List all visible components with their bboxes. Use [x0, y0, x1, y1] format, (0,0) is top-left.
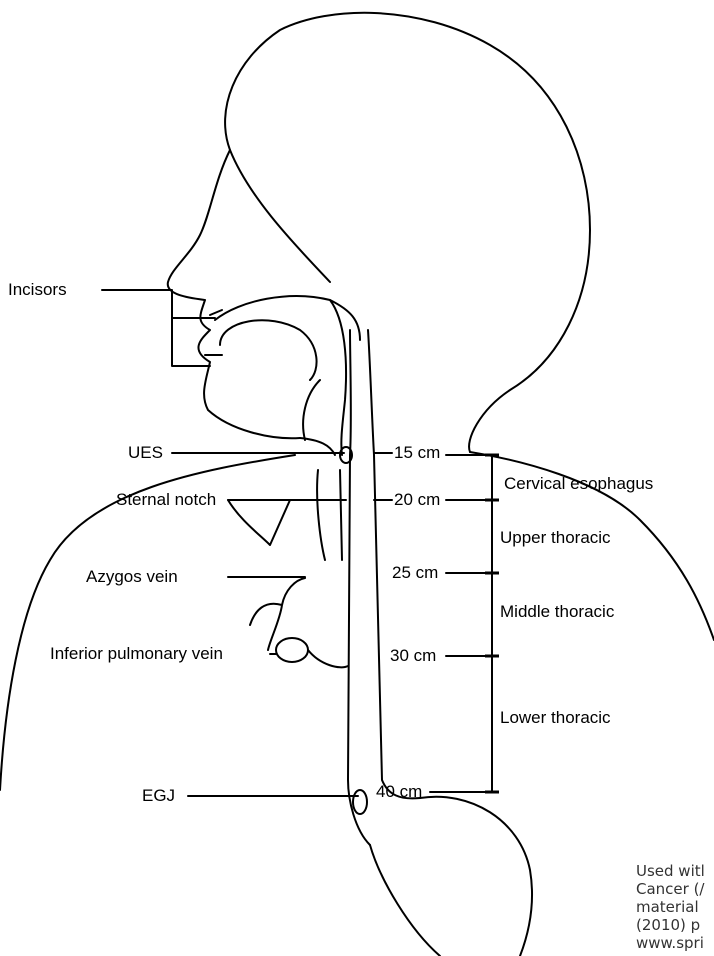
image-credit: Used witl Cancer (/ material (2010) p ww… [636, 862, 714, 952]
segment-middle-label: Middle thoracic [500, 602, 614, 622]
credit-line-3: material [636, 898, 714, 916]
distance-25cm: 25 cm [392, 563, 438, 583]
egj-label: EGJ [142, 786, 175, 806]
incisors-leader [102, 290, 215, 366]
pharynx [330, 300, 346, 455]
tongue [220, 320, 317, 380]
stomach [370, 797, 532, 956]
azygos-vein-label: Azygos vein [86, 567, 178, 587]
credit-line-4: (2010) p [636, 916, 714, 934]
distance-15cm: 15 cm [394, 443, 440, 463]
egj-marker [353, 790, 367, 814]
credit-line-1: Used witl [636, 862, 714, 880]
distance-20cm: 20 cm [394, 490, 440, 510]
esophagus-left-wall [348, 330, 370, 845]
head-outline [225, 13, 590, 452]
trachea [317, 470, 342, 560]
sternal-notch-label: Sternal notch [116, 490, 216, 510]
segment-upper-label: Upper thoracic [500, 528, 611, 548]
segment-cervical-label: Cervical esophagus [504, 474, 653, 494]
segment-lower-label: Lower thoracic [500, 708, 611, 728]
distance-30cm: 30 cm [390, 646, 436, 666]
incisors-label: Incisors [8, 280, 67, 300]
ues-label: UES [128, 443, 163, 463]
face-profile [168, 150, 300, 438]
epiglottis [303, 380, 320, 440]
sternum [228, 500, 290, 545]
inferior-pulmonary-vein-label: Inferior pulmonary vein [50, 644, 223, 664]
distance-40cm: 40 cm [376, 782, 422, 802]
credit-line-2: Cancer (/ [636, 880, 714, 898]
pulmonary-vein-vessel [276, 638, 308, 662]
credit-line-5: www.spri [636, 934, 714, 952]
